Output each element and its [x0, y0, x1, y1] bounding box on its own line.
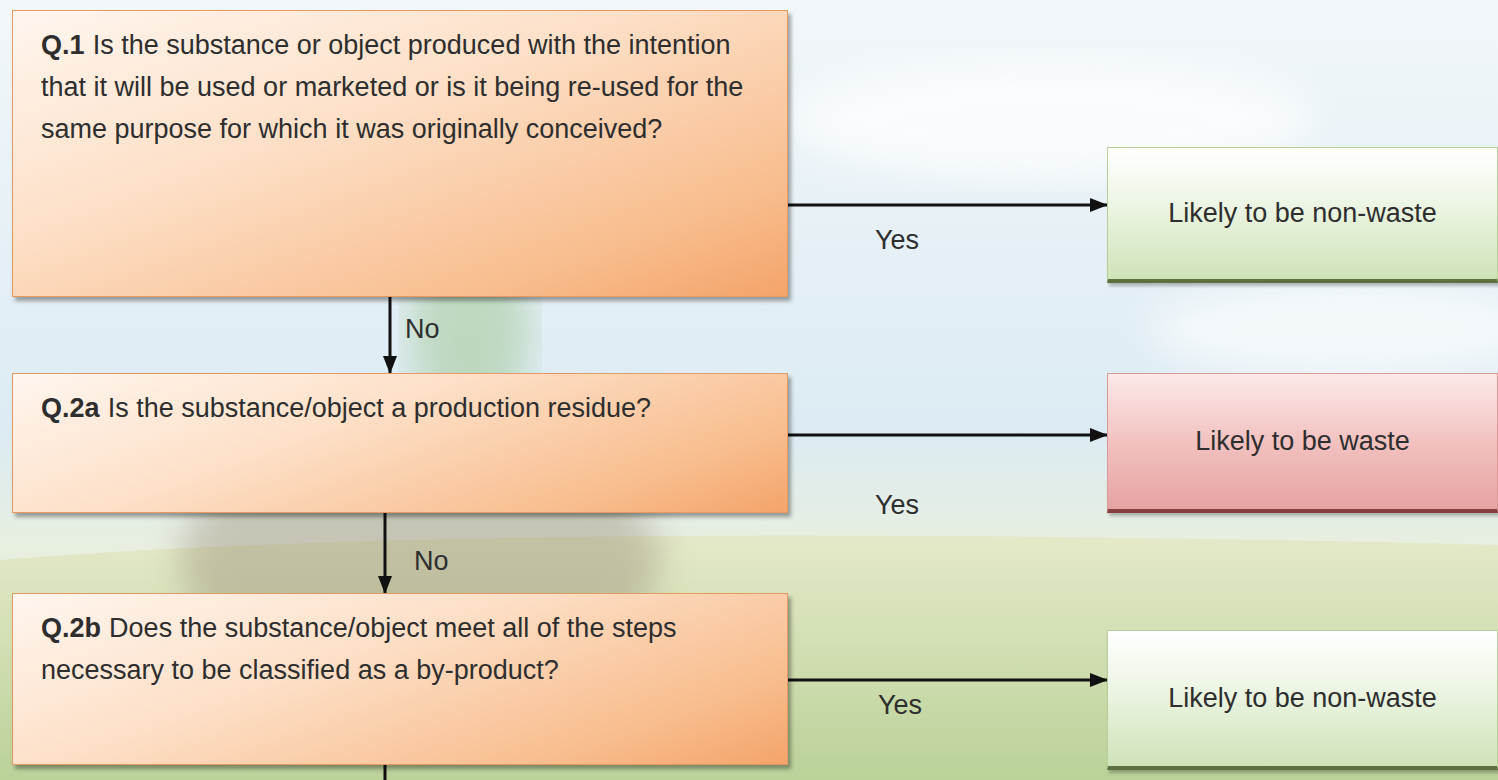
continuation-stub: [384, 765, 387, 780]
question-number: Q.2b: [41, 613, 101, 643]
question-number: Q.2a: [41, 393, 100, 423]
arrow-connector: [389, 297, 392, 373]
edge-label: No: [405, 314, 440, 344]
edge-label: No: [414, 546, 449, 576]
arrow-connector: [788, 434, 1107, 437]
question-text: Q.2a Is the substance/object a production…: [41, 388, 763, 430]
arrow-connector: [384, 513, 387, 593]
edge-label: Yes: [878, 690, 922, 720]
question-text: Q.2bDoes the substance/object meet all o…: [41, 608, 763, 692]
arrow-connector: [788, 679, 1107, 682]
question-box: Q.2bDoes the substance/object meet all o…: [12, 593, 788, 765]
question-box: Q.2a Is the substance/object a production…: [12, 373, 788, 513]
arrow-connector: [788, 204, 1107, 207]
result-text: Likely to be waste: [1195, 421, 1410, 462]
question-body: Is the substance or object produced with…: [41, 30, 743, 144]
result-box: Likely to be waste: [1107, 373, 1498, 513]
question-body: Does the substance/object meet all of th…: [41, 613, 676, 685]
result-box: Likely to be non-waste: [1107, 147, 1498, 283]
question-number: Q.1: [41, 30, 85, 60]
edge-label: Yes: [875, 225, 919, 255]
result-text: Likely to be non-waste: [1168, 193, 1437, 234]
edge-label: Yes: [875, 490, 919, 520]
question-body: Is the substance/object a production res…: [108, 393, 651, 423]
result-text: Likely to be non-waste: [1168, 678, 1437, 719]
result-box: Likely to be non-waste: [1107, 630, 1498, 770]
question-text: Q.1Is the substance or object produced w…: [41, 25, 763, 151]
question-box: Q.1Is the substance or object produced w…: [12, 10, 788, 297]
